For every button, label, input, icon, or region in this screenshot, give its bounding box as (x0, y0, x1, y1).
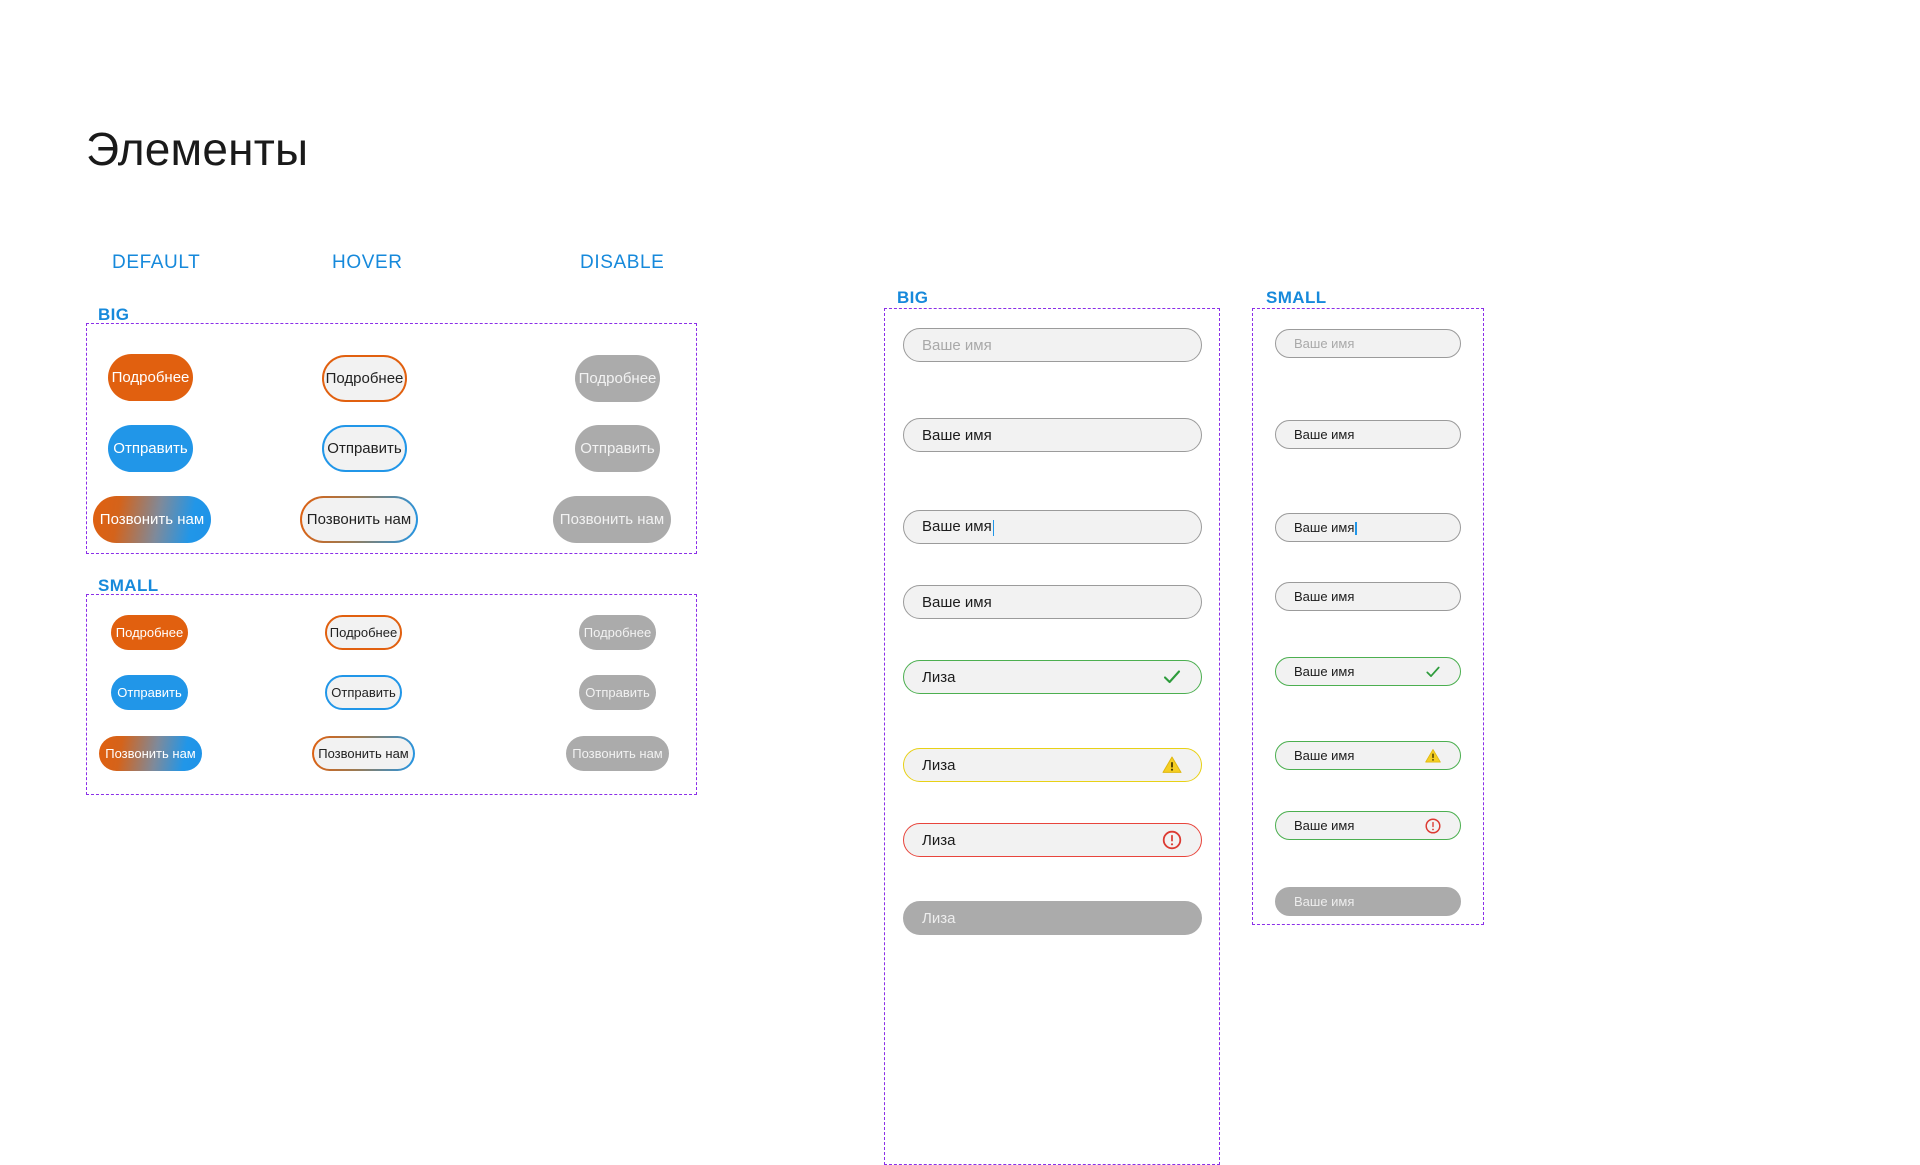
button-send-disable-small: Отправить (579, 675, 656, 710)
input-group-label-big: BIG (897, 288, 929, 307)
column-header-hover: HOVER (332, 252, 403, 273)
input-big-focused[interactable]: Ваше имя (903, 510, 1202, 544)
input-group-label-small: SMALL (1266, 288, 1327, 307)
input-text: Лиза (922, 909, 956, 927)
input-small-warning[interactable]: Ваше имя (1275, 741, 1461, 770)
input-text: Лиза (922, 756, 956, 774)
input-small-placeholder[interactable]: Ваше имя (1275, 329, 1461, 358)
input-big-success[interactable]: Лиза (903, 660, 1202, 694)
input-text: Ваше имя (1294, 520, 1442, 536)
button-call-disable-small: Позвонить нам (566, 736, 669, 771)
warning-icon (1161, 754, 1183, 776)
input-big-filled-1[interactable]: Ваше имя (903, 418, 1202, 452)
input-text: Ваше имя (1294, 894, 1355, 909)
input-small-filled-2[interactable]: Ваше имя (1275, 582, 1461, 611)
button-call-default-small[interactable]: Позвонить нам (99, 736, 202, 771)
check-icon (1424, 663, 1442, 681)
button-call-hover-small[interactable]: Позвонить нам (312, 736, 415, 771)
page-title: Элементы (86, 123, 309, 175)
button-detail-disable-big: Подробнее (575, 355, 660, 402)
input-text: Ваше имя (1294, 664, 1355, 679)
input-text: Ваше имя (1294, 589, 1355, 604)
input-big-filled-2[interactable]: Ваше имя (903, 585, 1202, 619)
input-big-disabled: Лиза (903, 901, 1202, 935)
input-text: Ваше имя (922, 336, 992, 354)
warning-icon (1424, 747, 1442, 765)
input-text: Ваше имя (922, 426, 992, 444)
error-icon (1424, 817, 1442, 835)
button-send-hover-small[interactable]: Отправить (325, 675, 402, 710)
column-header-default: DEFAULT (112, 252, 201, 273)
button-send-hover-big[interactable]: Отправить (322, 425, 407, 472)
button-group-box-big (86, 323, 697, 554)
button-group-label-small: SMALL (98, 576, 159, 595)
error-icon (1161, 829, 1183, 851)
input-big-error[interactable]: Лиза (903, 823, 1202, 857)
input-group-box-small (1252, 308, 1484, 925)
button-detail-default-small[interactable]: Подробнее (111, 615, 188, 650)
button-detail-hover-small[interactable]: Подробнее (325, 615, 402, 650)
button-send-default-big[interactable]: Отправить (108, 425, 193, 472)
button-send-disable-big: Отправить (575, 425, 660, 472)
button-call-default-big[interactable]: Позвонить нам (93, 496, 211, 543)
input-text: Ваше имя (1294, 818, 1355, 833)
button-call-disable-big: Позвонить нам (553, 496, 671, 543)
input-text: Ваше имя (922, 518, 1183, 536)
column-header-disable: DISABLE (580, 252, 665, 273)
input-small-focused[interactable]: Ваше имя (1275, 513, 1461, 542)
input-text: Ваше имя (1294, 427, 1355, 442)
input-small-error[interactable]: Ваше имя (1275, 811, 1461, 840)
input-big-warning[interactable]: Лиза (903, 748, 1202, 782)
button-send-default-small[interactable]: Отправить (111, 675, 188, 710)
input-text: Лиза (922, 668, 956, 686)
input-text: Лиза (922, 831, 956, 849)
input-text: Ваше имя (1294, 748, 1355, 763)
input-small-filled-1[interactable]: Ваше имя (1275, 420, 1461, 449)
input-text: Ваше имя (1294, 336, 1355, 351)
text-caret (992, 519, 995, 536)
input-small-success[interactable]: Ваше имя (1275, 657, 1461, 686)
button-detail-default-big[interactable]: Подробнее (108, 354, 193, 401)
text-caret (1355, 522, 1358, 536)
input-big-placeholder[interactable]: Ваше имя (903, 328, 1202, 362)
button-group-label-big: BIG (98, 305, 130, 324)
button-group-box-small (86, 594, 697, 795)
input-text: Ваше имя (922, 593, 992, 611)
button-detail-hover-big[interactable]: Подробнее (322, 355, 407, 402)
button-call-hover-big[interactable]: Позвонить нам (300, 496, 418, 543)
check-icon (1161, 666, 1183, 688)
button-detail-disable-small: Подробнее (579, 615, 656, 650)
input-small-disabled: Ваше имя (1275, 887, 1461, 916)
